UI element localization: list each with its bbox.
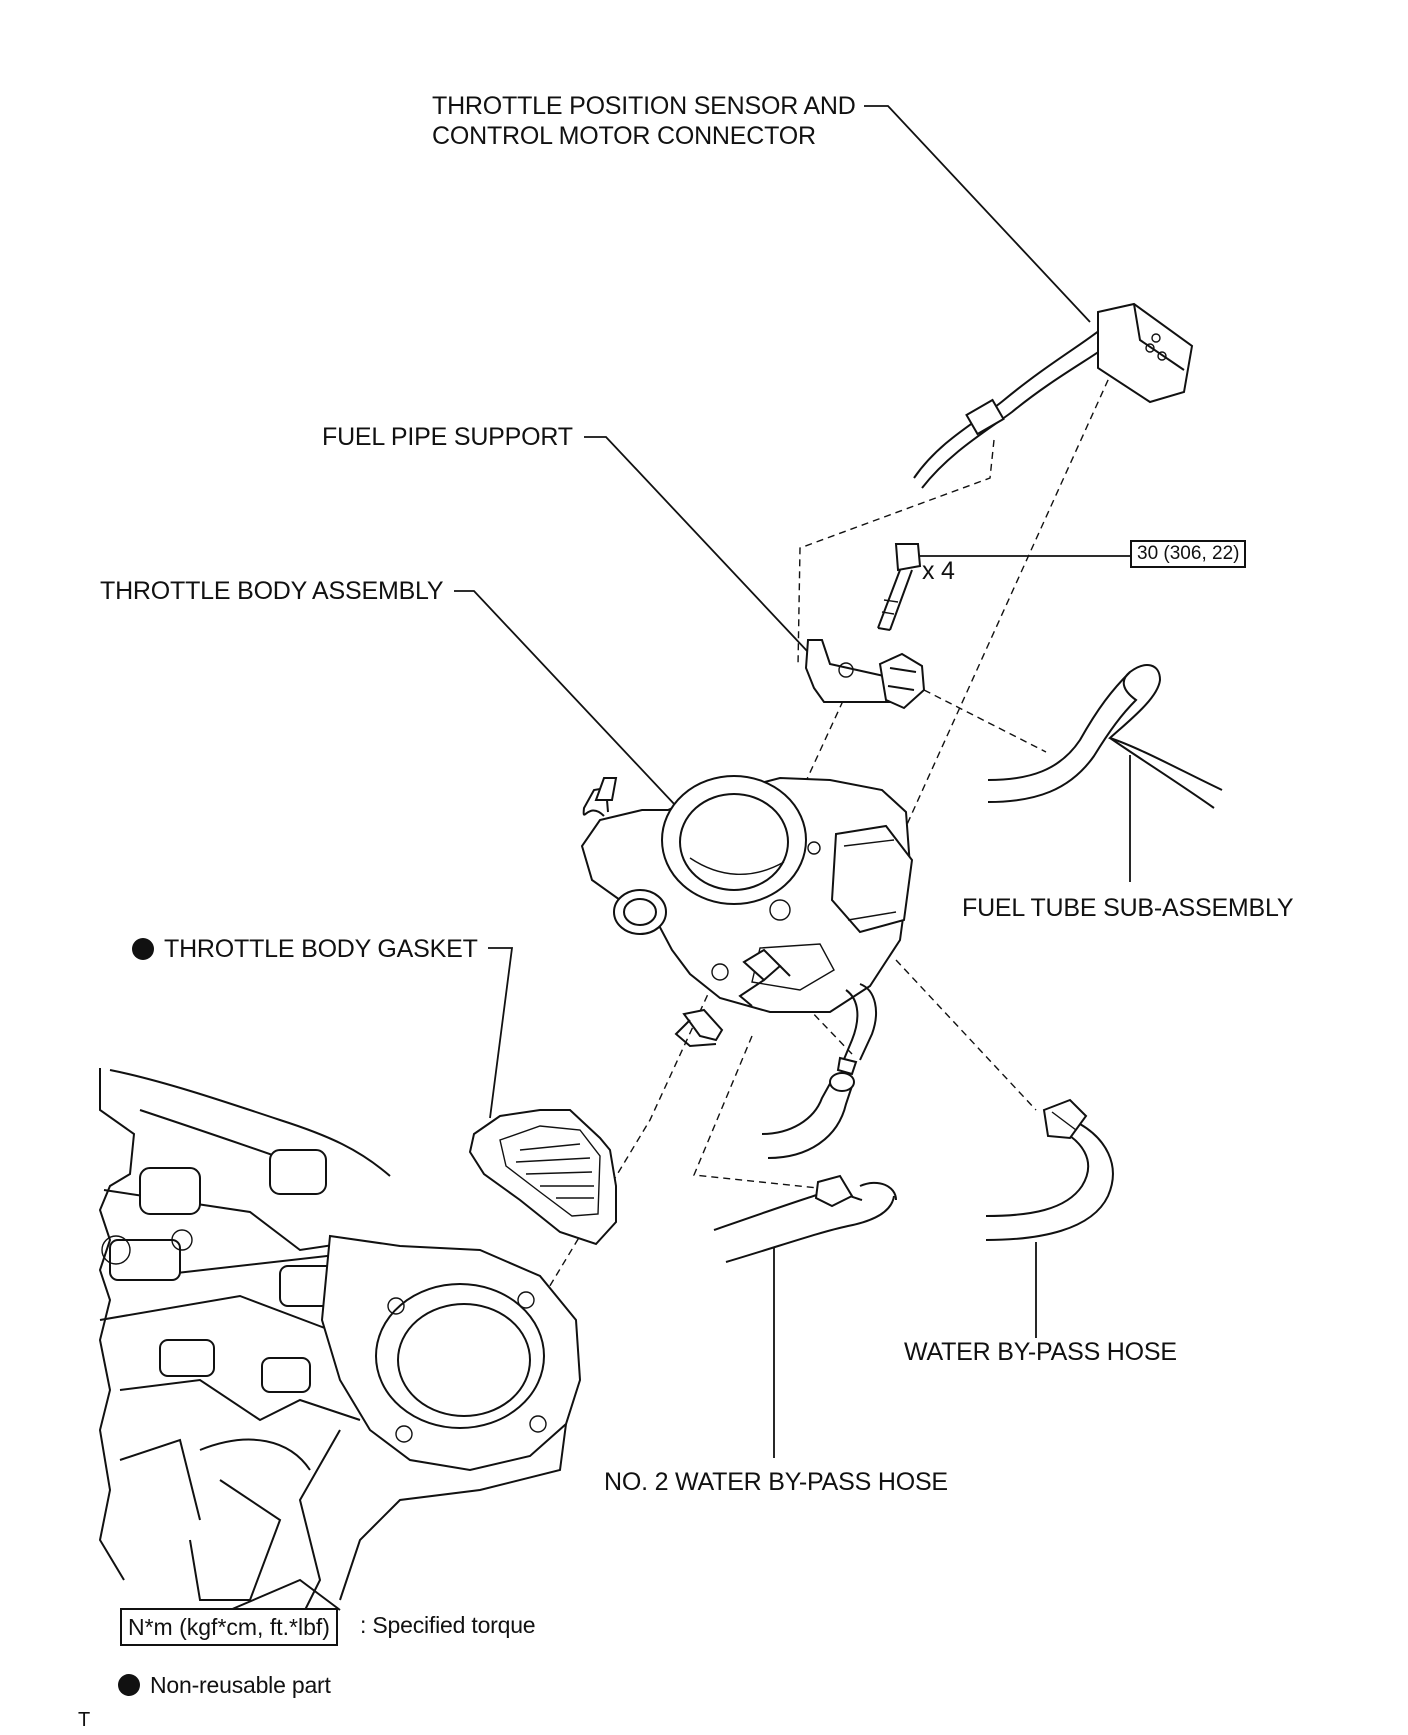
legend-nonreusable: Non-reusable part (118, 1670, 331, 1700)
water-bypass-hose-label: WATER BY-PASS HOSE (904, 1338, 1177, 1366)
tps-connector-label-line1: THROTTLE POSITION SENSOR AND (432, 92, 856, 120)
legend-torque-unit-box: N*m (kgf*cm, ft.*lbf) (120, 1608, 338, 1646)
no2-water-bypass-hose-label: NO. 2 WATER BY-PASS HOSE (604, 1468, 948, 1496)
fuel-pipe-support-label: FUEL PIPE SUPPORT (322, 423, 573, 451)
bolt-quantity-label: x 4 (922, 557, 955, 585)
corner-mark: T (78, 1709, 91, 1731)
hose-stub-part (761, 1072, 855, 1159)
legend-torque-desc: : Specified torque (360, 1612, 536, 1638)
gasket-part (468, 1109, 617, 1246)
fuel-tube-label: FUEL TUBE SUB-ASSEMBLY (962, 894, 1294, 922)
non-reusable-icon (132, 938, 154, 960)
throttle-body-part (580, 775, 914, 1076)
fuel-tube-part (987, 664, 1223, 809)
legend-nonreusable-text: Non-reusable part (150, 1672, 331, 1698)
throttle-body-assembly-label: THROTTLE BODY ASSEMBLY (100, 577, 444, 605)
engine-block-part (98, 1068, 582, 1621)
tps-connector-label-line2: CONTROL MOTOR CONNECTOR (432, 122, 816, 150)
no2-water-bypass-hose-part (713, 1174, 897, 1263)
throttle-body-gasket-label: THROTTLE BODY GASKET (132, 934, 478, 964)
tps-connector-part (913, 302, 1194, 489)
fuel-pipe-support-part (804, 639, 926, 710)
leader-lines (454, 105, 1131, 1458)
throttle-body-gasket-text: THROTTLE BODY GASKET (164, 935, 478, 963)
bolt-part (877, 543, 922, 631)
water-bypass-hose-part (985, 1098, 1114, 1241)
torque-spec-box: 30 (306, 22) (1130, 540, 1247, 568)
non-reusable-legend-icon (118, 1674, 140, 1696)
